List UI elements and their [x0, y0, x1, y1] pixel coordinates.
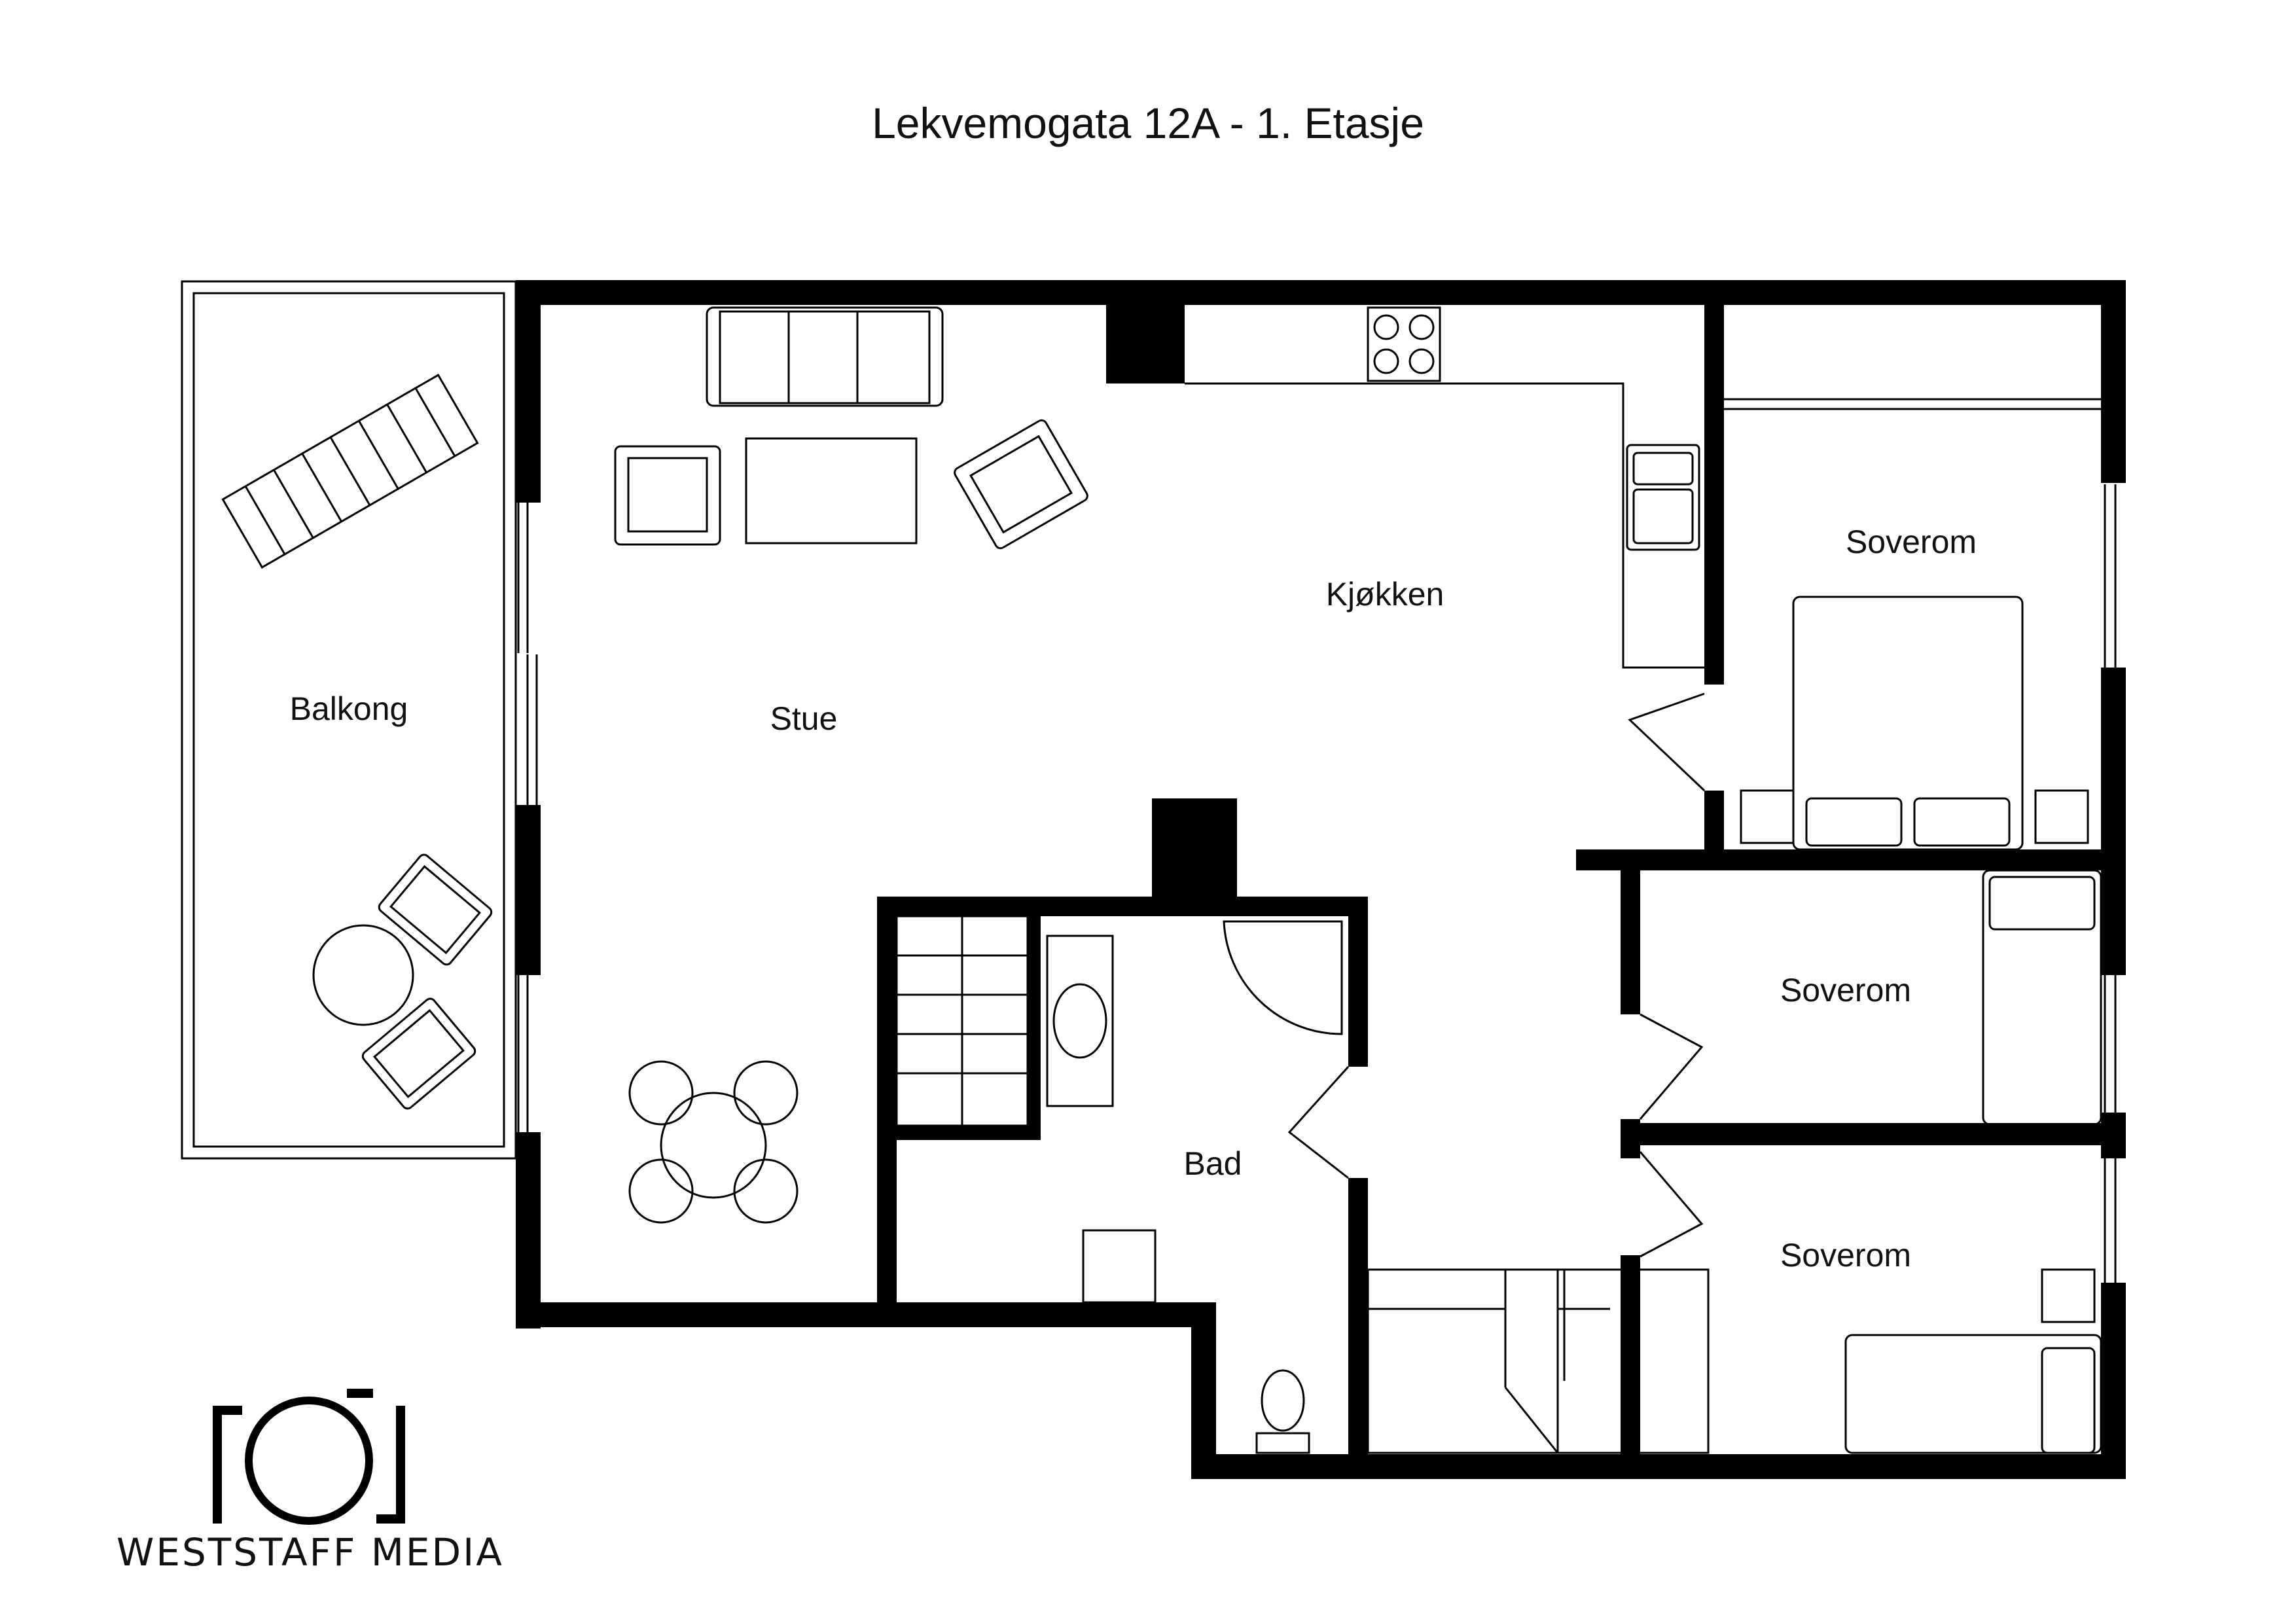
camera-frame-icon	[213, 1389, 405, 1525]
brand-name: WESTSTAFF MEDIA	[117, 1530, 504, 1575]
room-label-bad: Bad	[1184, 1145, 1242, 1182]
room-label-soverom-2: Soverom	[1780, 972, 1911, 1008]
bedroom-furniture	[1740, 596, 2102, 1454]
balcony-outline	[181, 280, 517, 1160]
windows	[517, 398, 2117, 1283]
doors	[1287, 692, 1706, 1258]
plan-title: Lekvemogata 12A - 1. Etasje	[872, 99, 1424, 147]
living-furniture	[221, 306, 1088, 1224]
bathroom-fixtures	[1046, 920, 1343, 1454]
kitchen-counter	[1185, 306, 1704, 669]
room-label-kjokken: Kjøkken	[1326, 576, 1444, 613]
room-label-soverom-3: Soverom	[1780, 1237, 1911, 1274]
room-label-stue: Stue	[770, 700, 838, 737]
balcony-inner	[192, 292, 505, 1148]
room-label-soverom-1: Soverom	[1846, 524, 1977, 560]
walls	[516, 280, 2126, 1479]
stairs	[895, 910, 1710, 1454]
room-label-balkong: Balkong	[290, 690, 408, 727]
